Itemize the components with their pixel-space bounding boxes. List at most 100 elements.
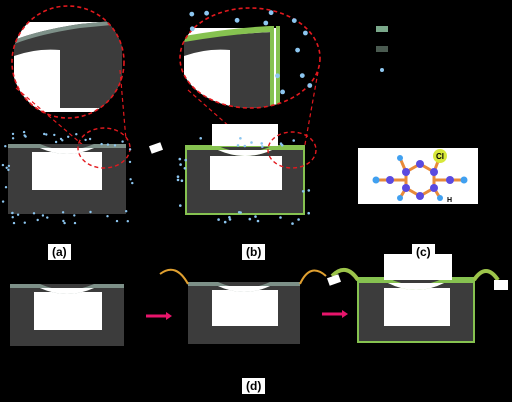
molecule-dot [176,178,180,182]
molecule-dot [299,73,305,78]
label-b: (b) [242,244,266,260]
label-a: (a) [48,244,71,260]
molecule-dot [239,137,242,140]
molecule-dot [260,142,264,145]
molecule-dot [53,133,56,137]
molecule-dot [46,216,49,219]
zoom-circle-a [11,5,125,119]
molecule-dot [59,137,63,141]
molecule-dot [250,141,253,144]
wire-right-green [472,269,500,282]
device-d2 [159,268,327,344]
molecule-dot [113,144,117,147]
molecule-dot [307,211,311,215]
molecule-dot [4,145,7,148]
molecule-dot [73,221,77,225]
molecule-dot [126,220,129,223]
label-c: (c) [412,244,435,260]
molecule-dot [223,220,227,224]
molecule-dot [22,130,26,134]
molecule-dot [261,145,264,148]
zoom-marker-a [77,127,131,169]
molecule-dot [11,216,14,219]
zoom-marker-b [267,131,317,169]
molecule-dot [36,218,39,222]
panel-c: Cl H [358,148,478,204]
device-d1 [10,284,124,346]
molecule-dot [88,137,92,141]
panel-a [1,5,134,225]
wire-left [159,268,189,285]
molecule-dot [16,213,20,216]
molecule-dot [106,215,109,218]
molecule-dot [11,137,15,140]
chlorine-atom [433,149,447,163]
molecule-dot [41,214,45,217]
wire-right [299,269,327,285]
molecule-dots-b-zoom [189,10,313,95]
molecule-dot [234,17,240,23]
molecule-dot [12,221,16,225]
end-cap-right [494,280,508,290]
molecule-dot [129,178,132,181]
molecule-dot [297,218,300,221]
molecule-dots-a [1,130,134,225]
molecule-dot [180,179,184,182]
legend-dot [380,68,384,72]
molecule-dot [204,10,210,16]
molecule-dot [303,30,308,36]
molecule-dot [280,89,285,95]
molecule-dot [275,73,280,79]
molecule-dot [189,26,195,32]
molecule-dot [62,219,65,223]
molecule-dot [228,218,232,221]
molecule-dot [268,10,274,16]
atom-label-h: H [447,197,452,204]
device-b [185,145,305,215]
molecule-dot [263,20,269,26]
molecule-dot [183,167,187,170]
molecule-dot [4,186,8,189]
molecule-dot [61,211,65,214]
legend-swatch-2 [376,46,388,52]
molecule-dot [239,211,242,214]
molecule-dot [179,204,182,207]
molecule-dot [23,221,26,224]
molecule-dot [115,219,119,223]
molecule-dot [307,189,311,192]
molecule-dot [248,217,252,221]
molecule-dot [128,148,132,151]
molecule-dot [236,144,240,147]
molecule-dot [43,132,46,136]
molecule-dot [125,210,128,213]
molecule-dot [75,133,78,136]
molecule-dot [301,190,305,193]
molecule-dot [243,144,247,148]
molecule-dot [280,143,284,147]
molecule-dot [32,212,36,215]
molecule-dot [291,222,294,225]
molecule-structure [372,149,468,201]
panel-d [10,254,508,346]
panel-b [176,7,321,225]
small-tag [148,142,164,154]
molecule-dot [179,163,182,166]
molecule-dot [279,216,282,219]
molecule-dot [45,133,48,136]
molecule-dot [89,210,92,214]
atom-label-cl: Cl [436,152,444,161]
end-cap-left [326,274,342,286]
molecule-dot [307,83,313,88]
molecule-dot [295,47,300,53]
zoom-circle-b [179,7,321,109]
molecule-dot [106,143,110,146]
device-d3 [326,254,508,343]
molecule-dot [84,138,87,142]
molecule-dot [292,139,296,142]
molecule-dot [1,200,5,203]
wire-left-green [330,268,360,282]
label-d: (d) [242,378,266,394]
molecule-dot [131,181,134,185]
molecule-dot [128,160,132,164]
molecule-dot [178,157,182,161]
